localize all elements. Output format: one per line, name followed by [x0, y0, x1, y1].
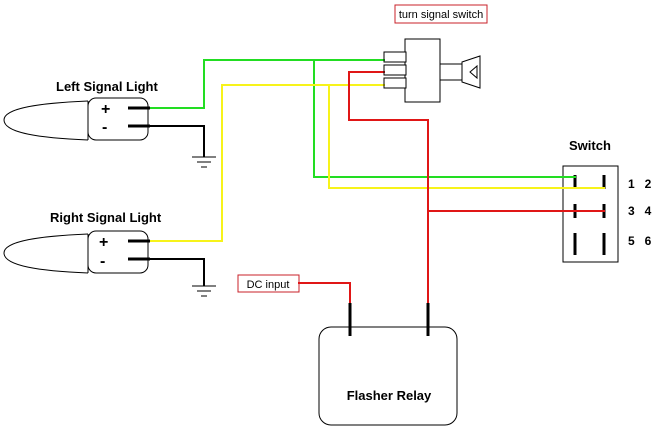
light-terminal-stubs	[128, 106, 150, 261]
right-signal-light-label: Right Signal Light	[50, 210, 162, 225]
left-ground-wire	[147, 125, 205, 157]
turn-signal-switch-label-box	[394, 4, 488, 24]
switch-label: Switch	[569, 138, 611, 153]
switch-pins-1-2: 1 2	[628, 177, 652, 191]
dc-input-label: DC input	[247, 279, 290, 291]
green-wire	[147, 59, 576, 178]
left-light-plus-terminal: +	[101, 101, 110, 118]
left-ground-symbol	[192, 156, 216, 168]
flasher-relay-terminals	[348, 303, 430, 336]
right-ground-wire	[147, 258, 205, 286]
red-wire-flasher	[348, 71, 605, 311]
right-light-minus-terminal: -	[100, 253, 105, 270]
right-signal-light	[3, 230, 149, 274]
left-signal-light-label: Left Signal Light	[56, 79, 158, 94]
left-signal-light	[3, 97, 149, 141]
left-light-minus-terminal: -	[102, 119, 107, 136]
switch-pins-3-4: 3 4	[628, 204, 652, 218]
flasher-relay-label: Flasher Relay	[347, 388, 432, 403]
turn-signal-switch-label: turn signal switch	[399, 9, 483, 21]
right-ground-symbol	[192, 285, 216, 297]
switch-pins-5-6: 5 6	[628, 234, 652, 248]
turn-signal-switch	[383, 38, 481, 103]
red-wire-dc-input	[298, 282, 351, 306]
switch-body	[562, 165, 619, 263]
flasher-relay-box	[318, 326, 458, 426]
turn-signal-switch-pins	[383, 51, 407, 89]
right-light-plus-terminal: +	[99, 234, 108, 251]
yellow-wire	[147, 84, 605, 242]
